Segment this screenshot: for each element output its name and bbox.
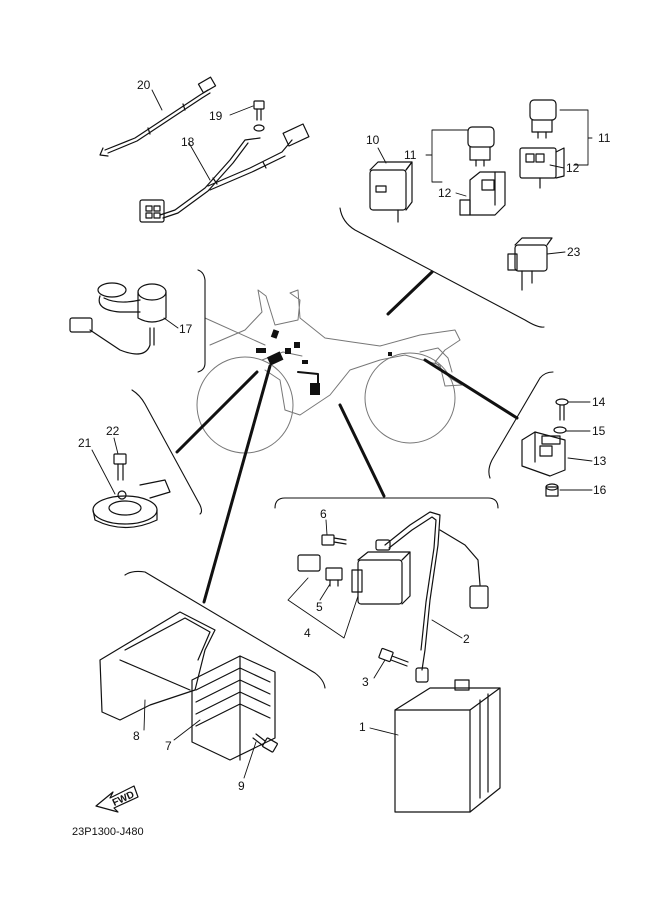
relay-10: [369, 161, 413, 223]
relay-11-left: [467, 126, 495, 167]
callout-9: 9: [238, 779, 245, 793]
bolt-22: [113, 453, 127, 481]
diagram-code: 23P1300-J480: [72, 826, 144, 838]
callout-23: 23: [567, 245, 581, 259]
callout-19: 19: [209, 109, 223, 123]
callout-labels: 1 2 3 4 5 6 7 8 9 10 11 11 12 12 13 14 1…: [78, 78, 611, 793]
callout-15: 15: [592, 424, 606, 438]
washer-15: [553, 426, 567, 434]
sensor-13: [521, 431, 566, 477]
motorcycle-silhouette: [196, 289, 463, 454]
screw-14: [555, 398, 569, 421]
callout-21: 21: [78, 436, 92, 450]
callout-17: 17: [179, 322, 193, 336]
bolt-3: [378, 647, 409, 667]
fuse-5: [325, 567, 343, 587]
callout-5: 5: [316, 600, 323, 614]
callout-22: 22: [106, 424, 120, 438]
callout-10: 10: [366, 133, 380, 147]
callout-2: 2: [463, 632, 470, 646]
callout-1: 1: [359, 720, 366, 734]
nut-16: [545, 483, 559, 497]
socket-12-left: [459, 171, 506, 216]
callout-18: 18: [181, 135, 195, 149]
group-leader-lines: [175, 270, 519, 604]
callout-13: 13: [593, 454, 607, 468]
callout-7: 7: [165, 739, 172, 753]
horn-21: [92, 479, 171, 529]
relay-11-right: [529, 99, 557, 139]
callout-8: 8: [133, 729, 140, 743]
relay-23: [507, 237, 553, 291]
fwd-label: FWD: [111, 789, 136, 809]
battery-cable-2: [375, 511, 489, 683]
callout-leaders: [91, 89, 593, 779]
callout-11-left: 11: [404, 148, 417, 162]
bolt-6: [321, 534, 347, 546]
callout-4: 4: [304, 626, 311, 640]
callout-12-right: 12: [566, 161, 580, 175]
bolt-9: [252, 733, 278, 753]
socket-12-right: [519, 147, 565, 189]
callout-16: 16: [593, 483, 607, 497]
bike-location-markers: [256, 329, 392, 395]
starter-relay-4: [351, 551, 411, 605]
bolt-19: [253, 100, 265, 132]
callout-14: 14: [592, 395, 606, 409]
cover-8: [99, 611, 216, 721]
wire-harness-18: [139, 123, 310, 223]
group-brackets: [124, 207, 554, 689]
callout-11-right: 11: [598, 131, 611, 145]
callout-6: 6: [320, 507, 327, 521]
callout-3: 3: [362, 675, 369, 689]
power-socket-17: [69, 282, 167, 355]
fuse-holder-4: [297, 554, 321, 572]
rectifier-regulator-7: [191, 655, 276, 761]
callout-20: 20: [137, 78, 151, 92]
wire-lead-20: [99, 76, 217, 157]
callout-12-left: 12: [438, 186, 452, 200]
forward-direction-arrow-icon: [95, 785, 139, 813]
battery-1: [394, 679, 501, 813]
